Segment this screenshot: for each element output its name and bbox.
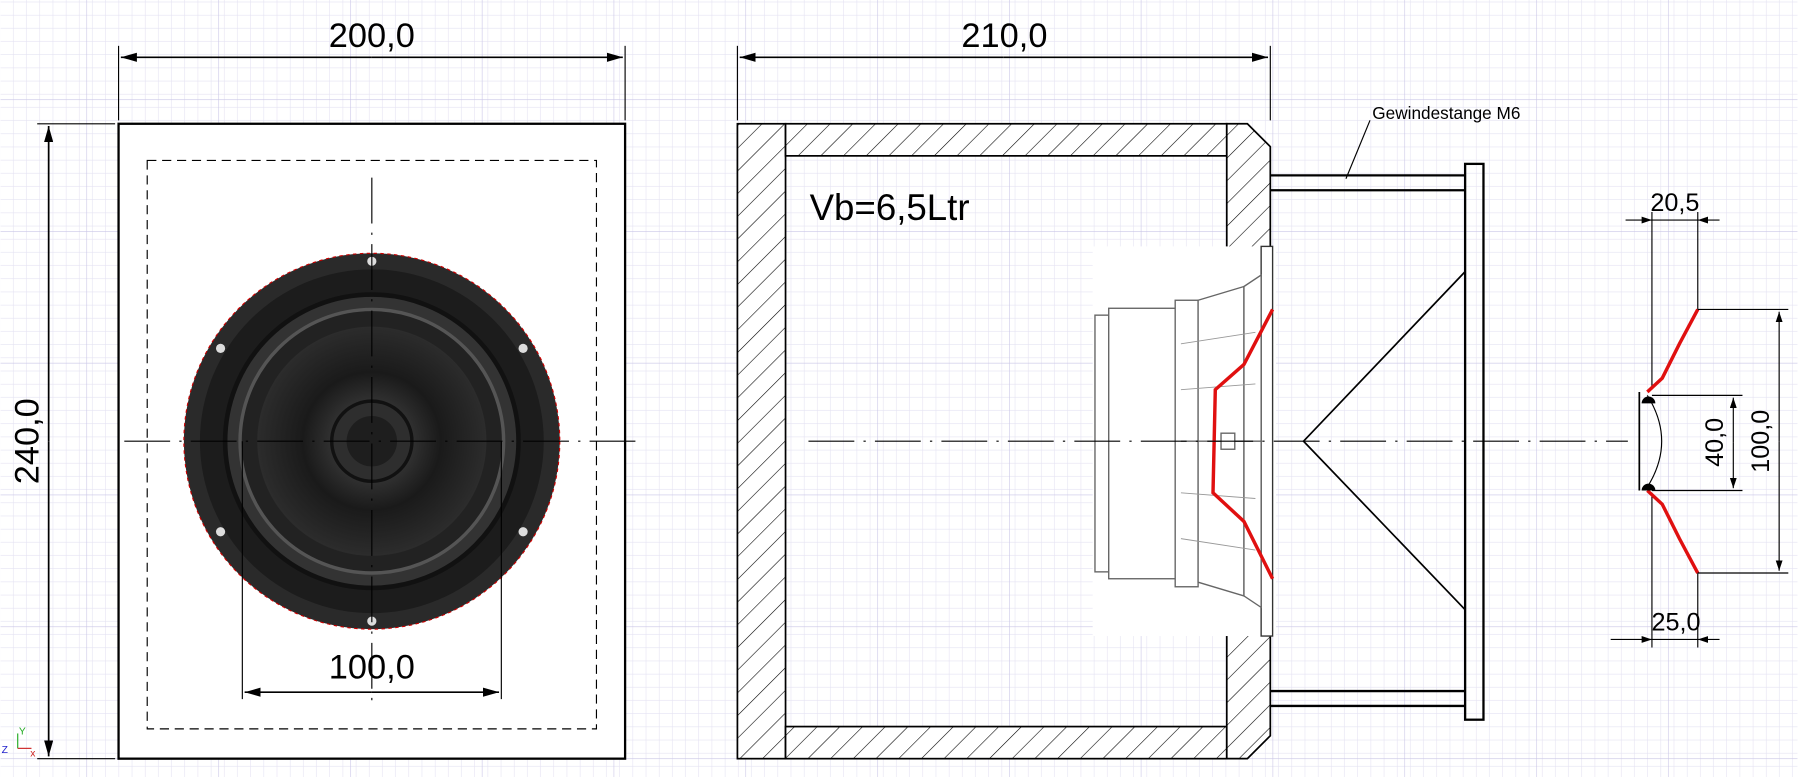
dimension-profile-top: 20,5 xyxy=(1625,189,1720,224)
dimension-text: 100,0 xyxy=(1747,410,1775,473)
front-view[interactable]: 200,0 240,0 100,0 xyxy=(8,17,637,760)
dimension-text: 240,0 xyxy=(8,398,46,484)
dimension-text: 40,0 xyxy=(1701,418,1729,467)
threaded-rods xyxy=(1270,174,1466,708)
surround-profile-detail[interactable]: 20,5 25,0 40,0 100,0 xyxy=(1610,189,1789,648)
rod-label: Gewindestange M6 xyxy=(1372,103,1520,123)
dimension-text: 100,0 xyxy=(329,648,415,686)
profile-red xyxy=(1646,308,1700,574)
dimension-profile-inner: 40,0 xyxy=(1651,394,1743,492)
dimension-text: 200,0 xyxy=(329,17,415,55)
speaker-front-image xyxy=(183,246,563,637)
dimension-front-width: 200,0 xyxy=(117,17,626,121)
dimension-text: 20,5 xyxy=(1650,189,1699,217)
horn-flange xyxy=(1463,162,1485,721)
dimension-text: 210,0 xyxy=(961,17,1047,55)
side-view[interactable]: Vb=6,5Ltr Gewindes xyxy=(736,17,1628,760)
dimension-driver-cutout: 100,0 xyxy=(241,441,502,700)
axis-indicator-icon: Y x Z xyxy=(2,727,37,760)
top-wall xyxy=(784,122,1228,157)
rod-label-leader xyxy=(1345,120,1371,179)
dimension-profile-outer: 100,0 xyxy=(1697,308,1789,574)
back-wall xyxy=(736,122,787,760)
dimension-text: 25,0 xyxy=(1651,608,1700,636)
phase-plug-cone xyxy=(1302,271,1466,611)
dimension-front-height: 240,0 xyxy=(8,123,116,760)
dimension-side-depth: 210,0 xyxy=(736,17,1271,121)
axis-z-label: Z xyxy=(2,745,8,756)
axis-y-label: Y xyxy=(19,727,26,738)
dimension-profile-bottom: 25,0 xyxy=(1610,608,1720,643)
axis-x-label: x xyxy=(30,748,36,759)
bottom-wall xyxy=(784,725,1228,760)
profile-dome xyxy=(1646,395,1663,488)
inner-outline-dashed xyxy=(146,159,598,730)
volume-label: Vb=6,5Ltr xyxy=(810,187,970,228)
